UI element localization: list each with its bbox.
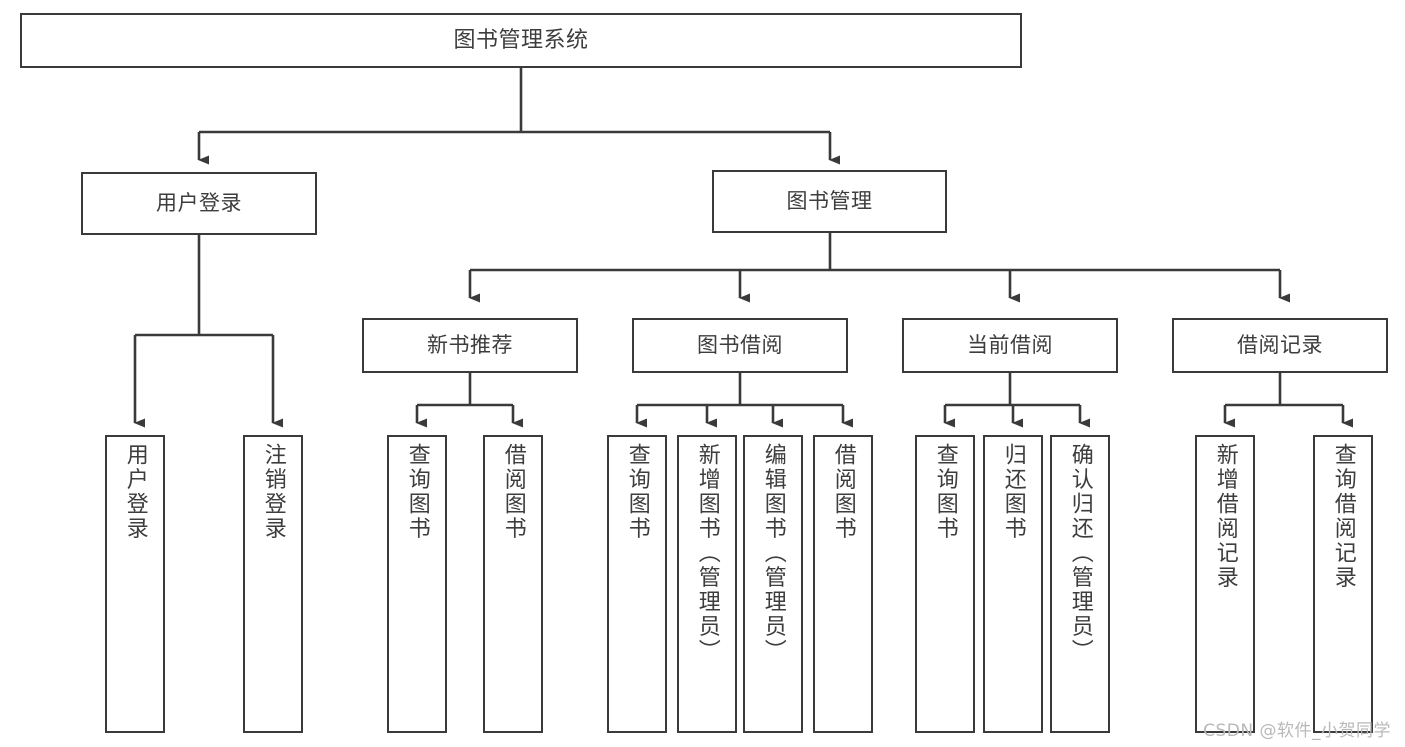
node-borrow-record[interactable]: 借阅记录	[1172, 318, 1388, 373]
node-user-login[interactable]: 用户登录	[81, 172, 317, 235]
node-leaf-confirm-return[interactable]: 确认归还（管理员）	[1050, 435, 1110, 733]
node-label: 确认归还（管理员）	[1067, 443, 1093, 664]
node-current-borrow[interactable]: 当前借阅	[902, 318, 1118, 373]
node-label: 用户登录	[122, 443, 148, 541]
node-label: 借阅图书	[500, 443, 526, 541]
node-label: 查询图书	[932, 443, 958, 541]
node-leaf-query-record[interactable]: 查询借阅记录	[1313, 435, 1373, 733]
node-leaf-return-book[interactable]: 归还图书	[983, 435, 1043, 733]
node-label: 新增借阅记录	[1212, 443, 1238, 590]
node-label: 借阅图书	[830, 443, 856, 541]
node-leaf-user-login[interactable]: 用户登录	[105, 435, 165, 733]
node-leaf-user-logout[interactable]: 注销登录	[243, 435, 303, 733]
csdn-watermark: CSDN @软件_小贺同学	[1203, 721, 1391, 741]
node-label: 编辑图书（管理员）	[760, 443, 786, 664]
node-label: 当前借阅	[967, 333, 1053, 358]
node-leaf-query-book-2[interactable]: 查询图书	[607, 435, 667, 733]
node-root-system[interactable]: 图书管理系统	[20, 13, 1022, 68]
node-book-manage[interactable]: 图书管理	[712, 170, 947, 233]
node-label: 图书管理系统	[453, 27, 589, 53]
node-book-borrow[interactable]: 图书借阅	[632, 318, 848, 373]
node-leaf-add-record[interactable]: 新增借阅记录	[1195, 435, 1255, 733]
node-leaf-add-book[interactable]: 新增图书（管理员）	[677, 435, 737, 733]
node-label: 注销登录	[260, 443, 286, 541]
node-new-book-recommend[interactable]: 新书推荐	[362, 318, 578, 373]
node-label: 用户登录	[156, 191, 242, 216]
node-label: 查询图书	[404, 443, 430, 541]
node-label: 查询图书	[624, 443, 650, 541]
node-leaf-borrow-book-2[interactable]: 借阅图书	[813, 435, 873, 733]
node-label: 归还图书	[1000, 443, 1026, 541]
node-leaf-edit-book[interactable]: 编辑图书（管理员）	[743, 435, 803, 733]
node-leaf-query-book-3[interactable]: 查询图书	[915, 435, 975, 733]
node-label: 借阅记录	[1237, 333, 1323, 358]
node-label: 图书管理	[786, 189, 873, 214]
node-label: 新增图书（管理员）	[694, 443, 720, 664]
node-label: 图书借阅	[697, 333, 783, 358]
node-label: 新书推荐	[427, 333, 513, 358]
node-label: 查询借阅记录	[1330, 443, 1356, 590]
node-leaf-borrow-book-1[interactable]: 借阅图书	[483, 435, 543, 733]
node-leaf-query-book-1[interactable]: 查询图书	[387, 435, 447, 733]
